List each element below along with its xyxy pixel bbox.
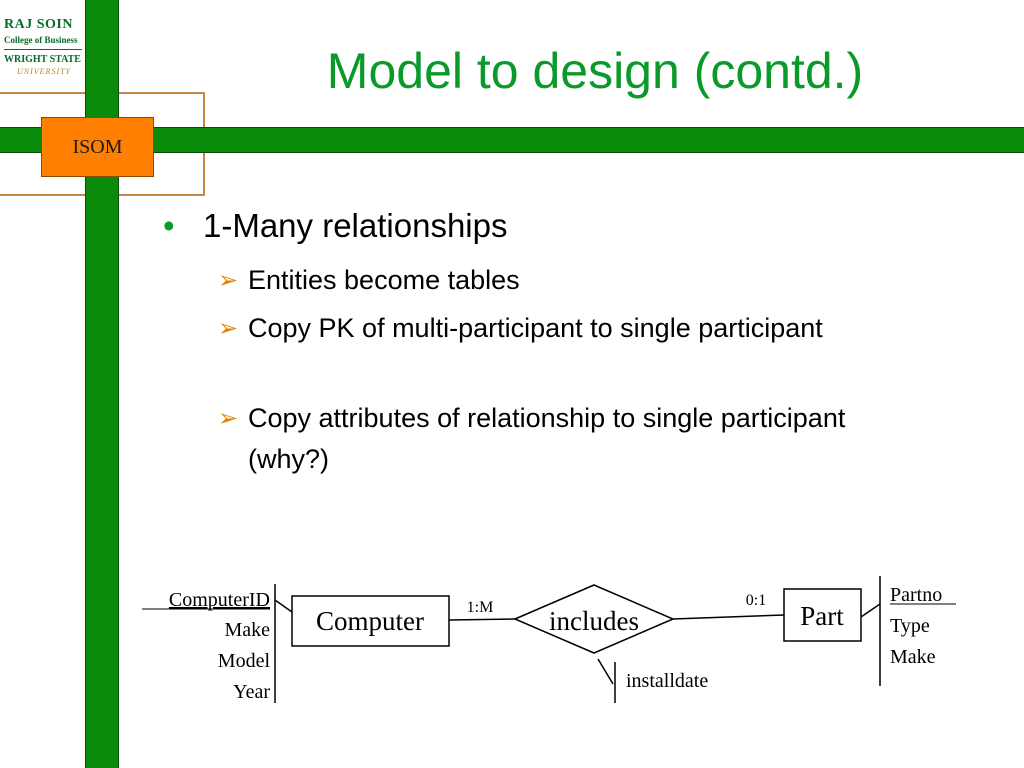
logo-line-wright-state: WRIGHT STATE <box>4 54 81 65</box>
sub-bullet-text: Entities become tables <box>248 265 520 295</box>
sub-bullet-text: Copy PK of multi-participant to single p… <box>248 313 823 343</box>
connector-includes-part <box>672 614 785 620</box>
attr-make: Make <box>224 619 270 641</box>
connector-computer-includes <box>448 618 516 621</box>
attr-year: Year <box>233 681 270 703</box>
connector-part-attrs <box>860 603 881 618</box>
attr-model: Model <box>218 650 271 672</box>
entity-computer-label: Computer <box>316 606 424 636</box>
slide-title: Model to design (contd.) <box>326 43 864 99</box>
cardinality-right: 0:1 <box>746 592 766 609</box>
entity-part-label: Part <box>800 601 844 631</box>
attr-installdate: installdate <box>626 670 708 692</box>
relationship-includes-label: includes <box>549 606 639 636</box>
connector-includes-attr <box>597 658 614 685</box>
sub-bullet-1: ➢ Entities become tables <box>218 260 868 301</box>
sub-bullet-3: ➢ Copy attributes of relationship to sin… <box>218 398 868 480</box>
connector-attrs-computer <box>274 599 293 613</box>
college-logo <box>0 0 84 92</box>
logo-line-university: UNIVERSITY <box>17 67 71 76</box>
arrow-bullet-icon: ➢ <box>218 267 239 294</box>
entity-part-box <box>783 588 862 642</box>
logo-divider <box>4 49 82 50</box>
sub-bullet-text: Copy attributes of relationship to singl… <box>248 403 846 474</box>
attr-partno: Partno <box>890 584 942 606</box>
isom-badge: ISOM <box>41 117 154 177</box>
horizontal-green-bar <box>0 127 1024 153</box>
bullet-main-text: 1-Many relationships <box>203 207 508 244</box>
cardinality-left: 1:M <box>467 599 494 616</box>
bullet-main: • 1-Many relationships <box>163 207 507 245</box>
bullet-dot-icon: • <box>163 207 175 244</box>
sub-bullet-2: ➢ Copy PK of multi-participant to single… <box>218 308 868 349</box>
logo-line-college: College of Business <box>4 35 78 45</box>
attr-computerid: ComputerID <box>169 589 270 611</box>
attr-type: Type <box>890 615 930 637</box>
arrow-bullet-icon: ➢ <box>218 315 239 342</box>
attr-part-make: Make <box>890 646 936 668</box>
arrow-bullet-icon: ➢ <box>218 405 239 432</box>
logo-line-raj-soin: RAJ SOIN <box>4 17 73 32</box>
entity-computer-box <box>291 595 450 647</box>
